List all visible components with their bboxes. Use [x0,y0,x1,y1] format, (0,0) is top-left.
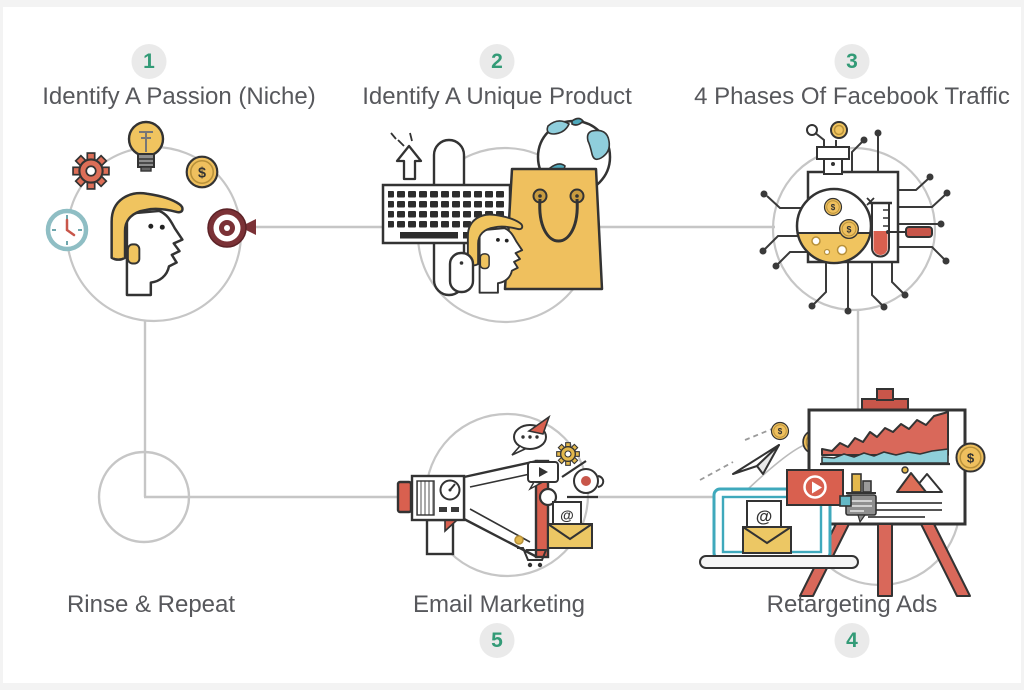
cursor-icon [390,132,423,181]
step-3-label: 4 Phases Of Facebook Traffic [694,83,1010,110]
coin-small-top [830,121,848,139]
illustration-passion-niche [45,120,247,323]
at-glyph: @ [756,507,773,526]
doc-stats-icon [839,473,877,524]
step-3-badge: 3 [834,44,870,79]
resistor-icon [886,226,933,238]
dollar-coin-icon [955,442,986,473]
frame-edge-bottom [0,683,1024,690]
frame-edge-top [0,0,1024,7]
dollar-coin-icon [185,155,219,189]
dashed-trajectory [699,428,773,481]
video-ad-icon [786,469,844,506]
target-dot-icon [573,468,605,494]
gear-icon [72,152,110,190]
chip-cap [816,146,850,160]
step-1-badge: 1 [131,44,167,79]
step-4-label: Retargeting Ads [766,591,938,618]
at-glyph: @ [560,507,574,523]
dollar-coin-icon [770,421,790,441]
area-chart-icon [820,411,950,466]
megaphone-icon [396,459,558,559]
frame-edge-right [1021,0,1024,690]
laptop-icon: @ [699,487,859,569]
email-envelope-icon: @ [742,500,792,554]
step-1-label: Identify A Passion (Niche) [42,83,316,110]
paper-plane-icon [527,414,551,435]
illustration-facebook-traffic [759,121,951,315]
gear-icon [556,442,580,466]
frame-edge-left [0,0,3,690]
step-5-label: Email Marketing [412,591,586,618]
test-tube-icon [869,201,892,258]
step-5-badge: 5 [479,623,515,658]
mountains-icon [896,466,943,493]
illustration-retargeting-ads: @ [699,388,986,597]
money-flask-icon [795,187,873,265]
circuit-terminals [759,129,951,315]
clock-icon [45,208,89,252]
illustration-unique-product [381,117,612,324]
lightbulb-icon [127,120,165,172]
arrowhead-into-target [240,219,256,235]
target-icon [207,208,247,248]
paper-plane-icon [732,444,780,475]
loop-label: Rinse & Repeat [66,591,236,618]
person-head-icon [110,191,184,297]
step-2-badge: 2 [479,44,515,79]
cart-icon [514,535,548,568]
step-2-label: Identify A Unique Product [362,83,632,110]
text-lines [868,502,942,518]
step-4-badge: 4 [834,623,870,658]
email-envelope-icon: @ [547,501,593,549]
mouse-icon [448,251,475,294]
illustration-email-marketing: @ [396,412,605,578]
circuit-node-open [806,124,818,136]
video-bubble-icon [527,461,559,491]
